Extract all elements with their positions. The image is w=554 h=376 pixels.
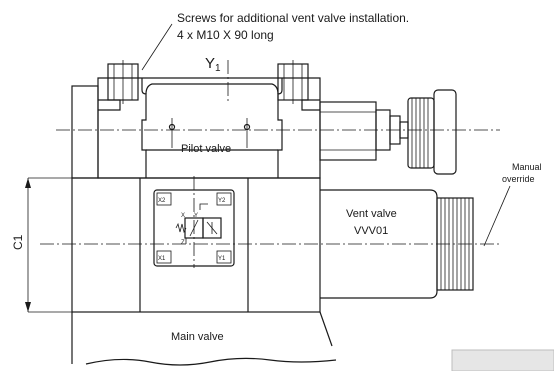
main-valve-block bbox=[71, 311, 337, 366]
symbol-port-x: X bbox=[181, 213, 185, 219]
screws-annotation-line1: Screws for additional vent valve install… bbox=[177, 11, 409, 25]
manual-override-line1: Manual bbox=[512, 162, 542, 172]
main-valve-label: Main valve bbox=[171, 331, 224, 343]
pilot-valve-label: Pilot valve bbox=[181, 143, 231, 155]
symbol-port-x2: X2 bbox=[158, 198, 166, 204]
screws-leader-line bbox=[141, 23, 173, 71]
throttle-knob-assembly bbox=[319, 89, 457, 175]
screws-annotation-line2: 4 x M10 X 90 long bbox=[177, 28, 274, 42]
vent-valve-label-line1: Vent valve bbox=[346, 208, 397, 220]
port-y1-label: Y1 bbox=[205, 55, 221, 74]
dimension-c1-label: C1 bbox=[11, 234, 25, 250]
symbol-port-x1: X1 bbox=[158, 256, 166, 262]
symbol-port-y: Y bbox=[194, 213, 198, 219]
manual-override-leader bbox=[483, 185, 511, 247]
pilot-valve-block bbox=[71, 60, 321, 179]
vent-valve-label-line2: VVV01 bbox=[354, 225, 388, 237]
manual-override-line2: override bbox=[502, 174, 535, 184]
dimension-c1 bbox=[25, 177, 72, 313]
grey-corner-panel bbox=[451, 349, 554, 372]
symbol-port-z: Z bbox=[181, 240, 185, 246]
main-body-block bbox=[71, 177, 321, 313]
hydraulic-symbol bbox=[175, 203, 222, 244]
symbol-port-y2: Y2 bbox=[218, 198, 226, 204]
centerlines bbox=[40, 60, 500, 268]
symbol-port-y1: Y1 bbox=[218, 256, 226, 262]
